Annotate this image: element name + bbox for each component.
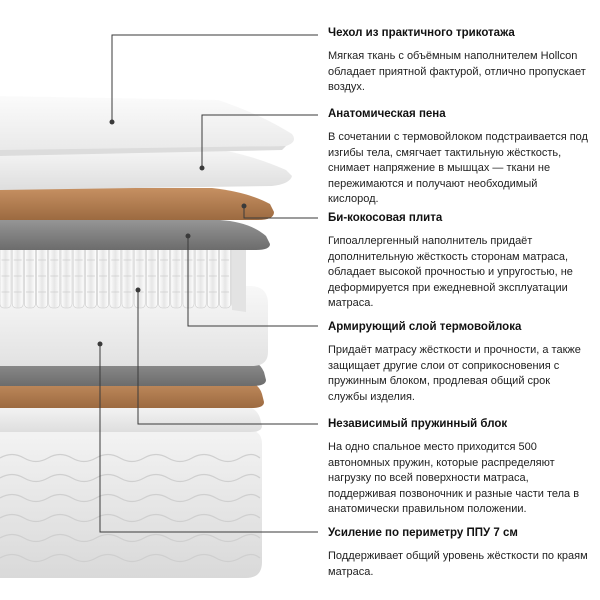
layer-foam-block: Анатомическая пена В сочетании с термово…	[328, 107, 590, 208]
layer-cover-title: Чехол из практичного трикотажа	[328, 27, 515, 39]
layer-felt-text: Придаёт матрасу жёсткости и прочности, а…	[328, 344, 581, 403]
cover-layer	[0, 96, 294, 156]
layer-cover-block: Чехол из практичного трикотажа Мягкая тк…	[328, 26, 590, 96]
layer-foam-text: В сочетании с термовойлоком подстраивает…	[328, 131, 588, 205]
lower-foam-layer	[0, 404, 262, 432]
upper-felt-layer	[0, 220, 270, 250]
layer-perimeter-block: Усиление по периметру ППУ 7 см Поддержив…	[328, 526, 590, 580]
layer-perimeter-text: Поддерживает общий уровень жёсткости по …	[328, 550, 588, 578]
upper-coconut-layer	[0, 188, 274, 220]
layer-spring-block: Независимый пружинный блок На одно спаль…	[328, 417, 590, 518]
layer-felt-title: Армирующий слой термовойлока	[328, 321, 522, 333]
layer-cover-text: Мягкая ткань с объёмным наполнителем Hol…	[328, 50, 586, 93]
layer-coconut-text: Гипоаллергенный наполнитель придаёт допо…	[328, 235, 573, 309]
layer-coconut-block: Би-кокосовая плита Гипоаллергенный напол…	[328, 211, 590, 312]
layer-coconut-title: Би-кокосовая плита	[328, 212, 443, 224]
layer-spring-title: Независимый пружинный блок	[328, 418, 508, 430]
base-layer	[0, 430, 262, 578]
layer-foam-title: Анатомическая пена	[328, 108, 446, 120]
layer-perimeter-title: Усиление по периметру ППУ 7 см	[328, 527, 518, 539]
callout-lines	[97, 34, 318, 533]
foam-layer	[0, 148, 292, 190]
layer-felt-block: Армирующий слой термовойлока Придаёт мат…	[328, 320, 590, 405]
layer-spring-text: На одно спальное место приходится 500 ав…	[328, 441, 580, 515]
